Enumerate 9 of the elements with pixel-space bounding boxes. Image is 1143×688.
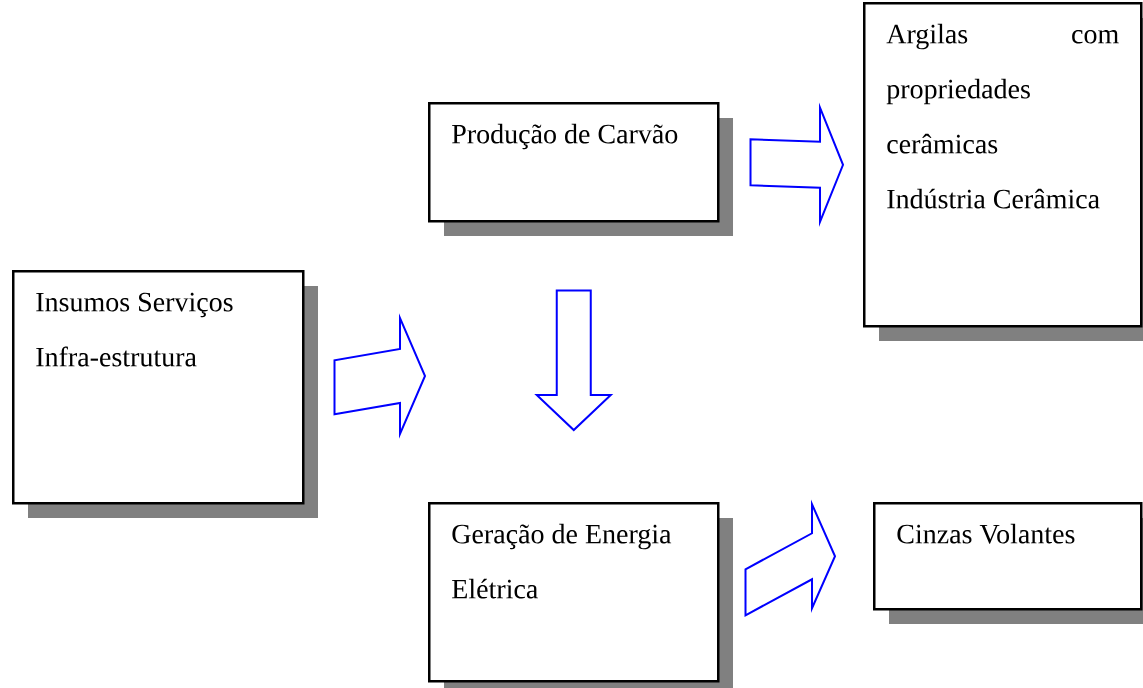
block-arrow [749,102,845,227]
process-box: Produção de Carvão [428,102,733,236]
process-box: Cinzas Volantes [873,502,1143,624]
process-box: Insumos Serviços Infra-estrutura [12,270,318,518]
block-arrow [534,289,614,432]
block-arrow [744,499,837,617]
block-arrow [333,313,427,439]
process-box: Argilas com propriedades cerâmicas Indústria Cerâmica [863,2,1143,341]
process-box: Geração de Energia Elétrica [428,502,733,688]
